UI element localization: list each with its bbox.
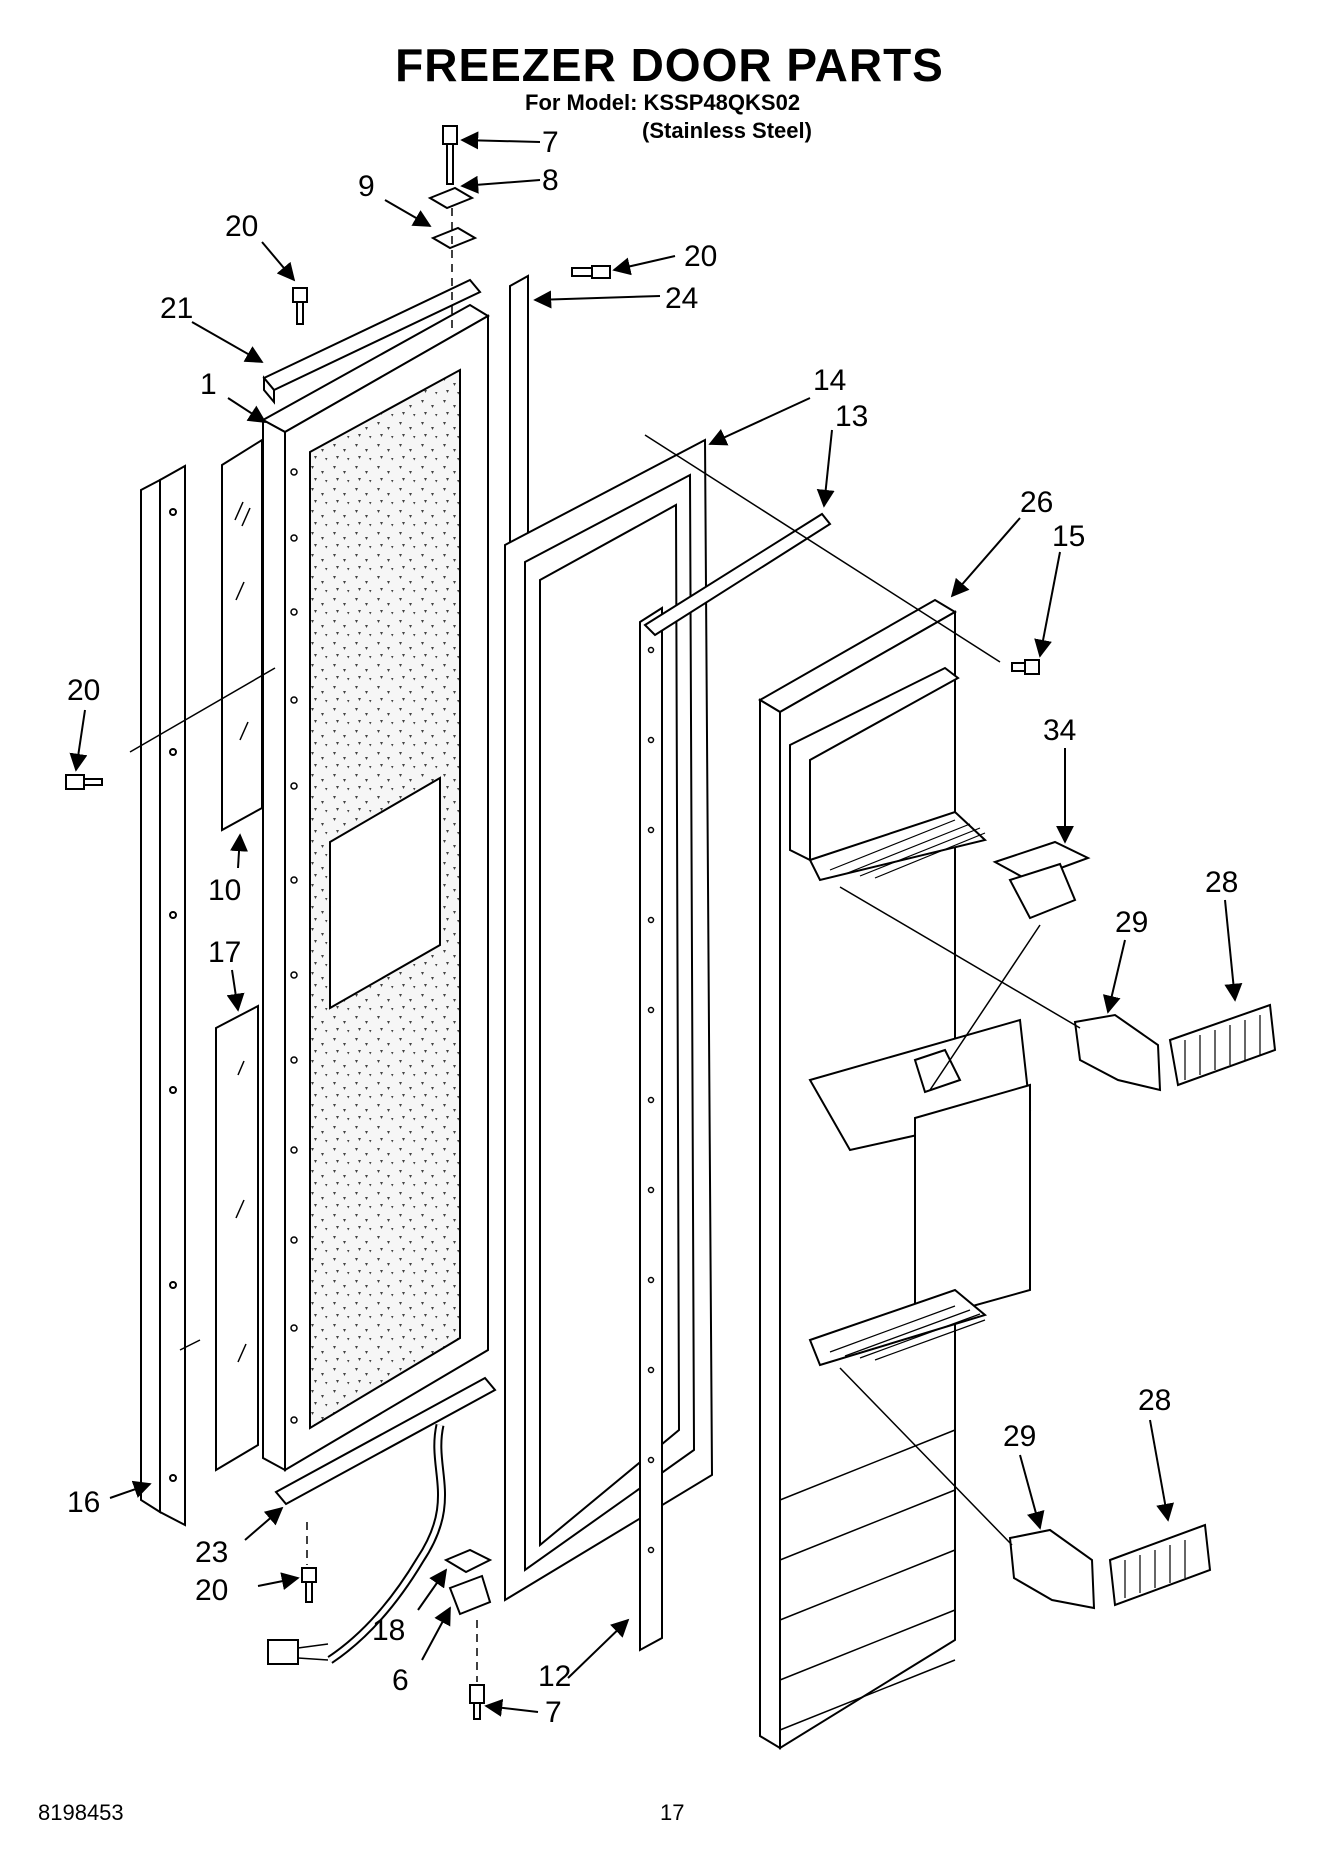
callout-20-left: 20	[67, 674, 100, 707]
part-26-inner-liner	[758, 598, 1032, 1750]
callout-8: 8	[542, 164, 559, 197]
callout-34: 34	[1043, 714, 1076, 747]
hinge-hardware-top	[65, 125, 1040, 790]
part-16-outer-panel	[140, 464, 186, 1527]
callout-6: 6	[392, 1664, 409, 1697]
part-13-strip	[643, 512, 832, 637]
part-10-glass-panel	[221, 438, 263, 832]
callout-29-lower: 29	[1003, 1420, 1036, 1453]
part-12-strip	[639, 606, 663, 1652]
part-29-retainer-lower	[1008, 1528, 1096, 1610]
part-17-glass-panel	[215, 1004, 259, 1472]
callout-7-top: 7	[542, 126, 559, 159]
callout-7-bottom: 7	[545, 1696, 562, 1729]
callout-17: 17	[208, 936, 241, 969]
callout-28-lower: 28	[1138, 1384, 1171, 1417]
assembly-lines	[129, 208, 1081, 1682]
callout-20-right: 20	[684, 240, 717, 273]
part-29-retainer-upper	[1073, 1013, 1162, 1092]
callout-20-top: 20	[225, 210, 258, 243]
document-number: 8198453	[38, 1800, 124, 1825]
callout-21: 21	[160, 292, 193, 325]
callout-arrows	[69, 131, 1243, 1717]
callout-24: 24	[665, 282, 698, 315]
callout-10: 10	[208, 874, 241, 907]
callout-1: 1	[200, 368, 217, 401]
model-line: For Model: KSSP48QKS02	[525, 90, 801, 115]
part-28-bar-lower	[1108, 1523, 1212, 1607]
callout-23: 23	[195, 1536, 228, 1569]
callout-labels: 7 8 9 20 20 21 24 1 14 13 26 15 20 34 10…	[67, 126, 1238, 1729]
callout-18: 18	[372, 1614, 405, 1647]
callout-28-upper: 28	[1205, 866, 1238, 899]
part-21-top-bracket	[262, 278, 482, 405]
callout-12: 12	[538, 1660, 571, 1693]
hinge-hardware-bottom	[267, 1424, 493, 1720]
page-number: 17	[660, 1800, 685, 1825]
part-23-bottom-bracket	[274, 1376, 497, 1506]
finish-label: (Stainless Steel)	[642, 118, 812, 143]
callout-16: 16	[67, 1486, 100, 1519]
callout-20-bottom: 20	[195, 1574, 228, 1607]
callout-14: 14	[813, 364, 846, 397]
part-28-bar-upper	[1168, 1003, 1277, 1087]
callout-29-upper: 29	[1115, 906, 1148, 939]
part-34-dispenser-cup	[992, 840, 1091, 920]
part-1-door-frame	[260, 303, 490, 1472]
callout-13: 13	[835, 400, 868, 433]
callout-9: 9	[358, 170, 375, 203]
page-title: FREEZER DOOR PARTS	[395, 39, 944, 91]
callout-15: 15	[1052, 520, 1085, 553]
callout-26: 26	[1020, 486, 1053, 519]
